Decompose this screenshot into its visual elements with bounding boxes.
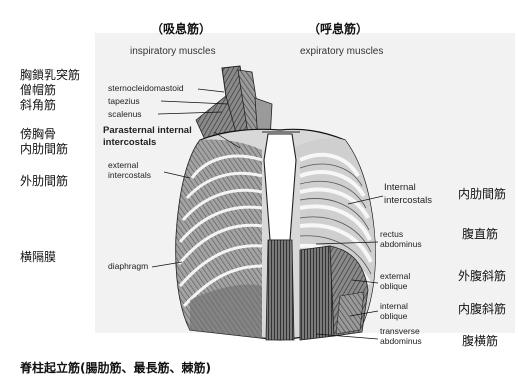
- label-jp-scalene: 斜角筋: [20, 96, 56, 113]
- label-jp-erector-spinae: 脊柱起立筋(腸肋筋、最長筋、棘筋): [20, 359, 211, 376]
- header-inspiratory-en: inspiratory muscles: [130, 46, 216, 57]
- label-en-parasternal-line1: Parasternal internal: [103, 126, 192, 136]
- label-en-diaphragm: diaphragm: [108, 262, 148, 271]
- label-en-sternocleidomastoid: sternocleidomastoid: [108, 84, 184, 93]
- label-jp-external-intercostal: 外肋間筋: [20, 172, 68, 189]
- label-en-rectus-line2: abdominus: [380, 240, 422, 249]
- label-jp-internal-oblique: 内腹斜筋: [458, 300, 506, 317]
- label-en-scalenus: scalenus: [108, 110, 142, 119]
- label-en-internal-oblique-line2: oblique: [380, 312, 407, 321]
- label-jp-internal-intercostal-right: 内肋間筋: [458, 185, 506, 202]
- label-en-parasternal-line2: intercostals: [103, 138, 156, 148]
- label-en-internal-line1: Internal: [384, 183, 416, 193]
- header-expiratory-jp: （呼息筋）: [308, 20, 368, 37]
- label-en-external-line2: intercostals: [108, 171, 151, 180]
- label-jp-external-oblique: 外腹斜筋: [458, 267, 506, 284]
- label-en-external-line1: external: [108, 161, 138, 170]
- label-jp-internal-intercostal-left: 内肋間筋: [20, 140, 68, 157]
- label-en-internal-line2: intercostals: [384, 196, 432, 206]
- label-en-transverse-line2: abdominus: [380, 337, 422, 346]
- label-en-external-oblique-line1: external: [380, 272, 410, 281]
- rib-cage: [176, 129, 375, 340]
- label-jp-diaphragm: 横隔膜: [20, 248, 56, 265]
- header-expiratory-en: expiratory muscles: [300, 46, 383, 57]
- label-en-external-oblique-line2: oblique: [380, 282, 407, 291]
- label-en-transverse-line1: transverse: [380, 327, 420, 336]
- header-inspiratory-jp: （吸息筋）: [151, 20, 211, 37]
- label-en-internal-oblique-line1: internal: [380, 302, 408, 311]
- label-en-rectus-line1: rectus: [380, 230, 403, 239]
- label-jp-transverse: 腹横筋: [462, 332, 498, 349]
- label-jp-rectus: 腹直筋: [462, 225, 498, 242]
- label-en-trapezius: tapezius: [108, 97, 140, 106]
